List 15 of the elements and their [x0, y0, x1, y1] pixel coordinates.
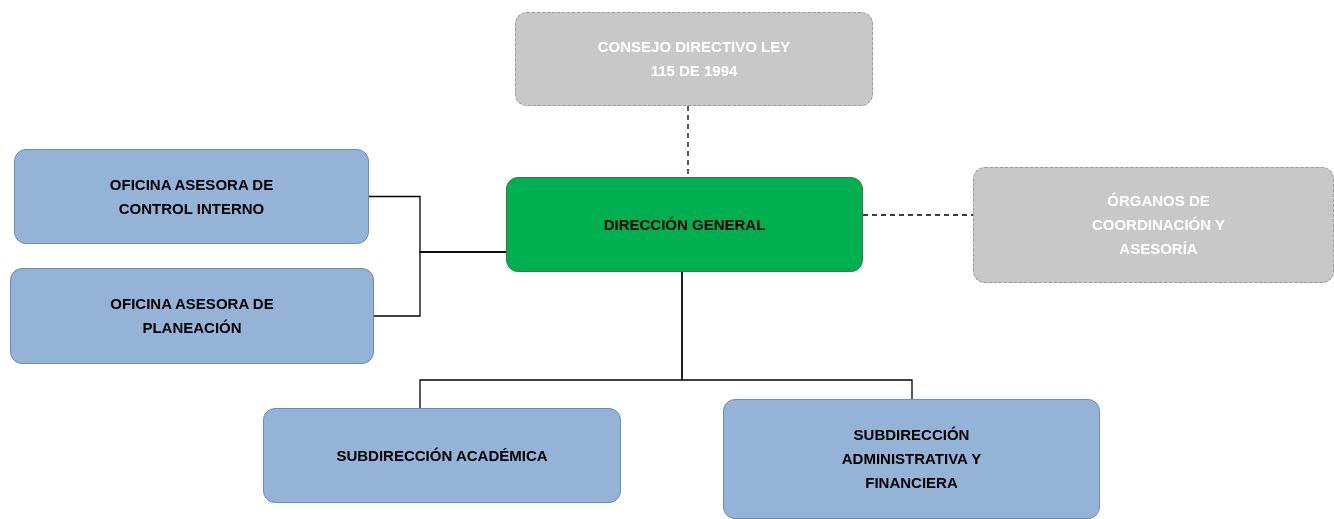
unit-box — [10, 268, 374, 364]
unit-box — [723, 399, 1100, 519]
unit-name: OFICINA ASESORA DE PLANEACIÓN — [109, 294, 275, 338]
dashed-connector — [862, 214, 974, 216]
unit-box — [263, 408, 621, 503]
unit-name: SUBDIRECCIÓN ACADÉMICA — [336, 445, 548, 466]
unit-box — [14, 149, 369, 244]
external-body-box — [515, 12, 873, 106]
unit-name: DIRECCIÓN GENERAL — [603, 214, 766, 235]
connector-line — [373, 251, 507, 317]
unit-name: SUBDIRECCIÓN ADMINISTRATIVA Y FINANCIERA — [840, 425, 983, 493]
external-body-box — [973, 167, 1334, 283]
main-office-box — [506, 177, 863, 272]
unit-name: OFICINA ASESORA DE CONTROL INTERNO — [108, 174, 275, 219]
connector-line — [681, 271, 913, 400]
